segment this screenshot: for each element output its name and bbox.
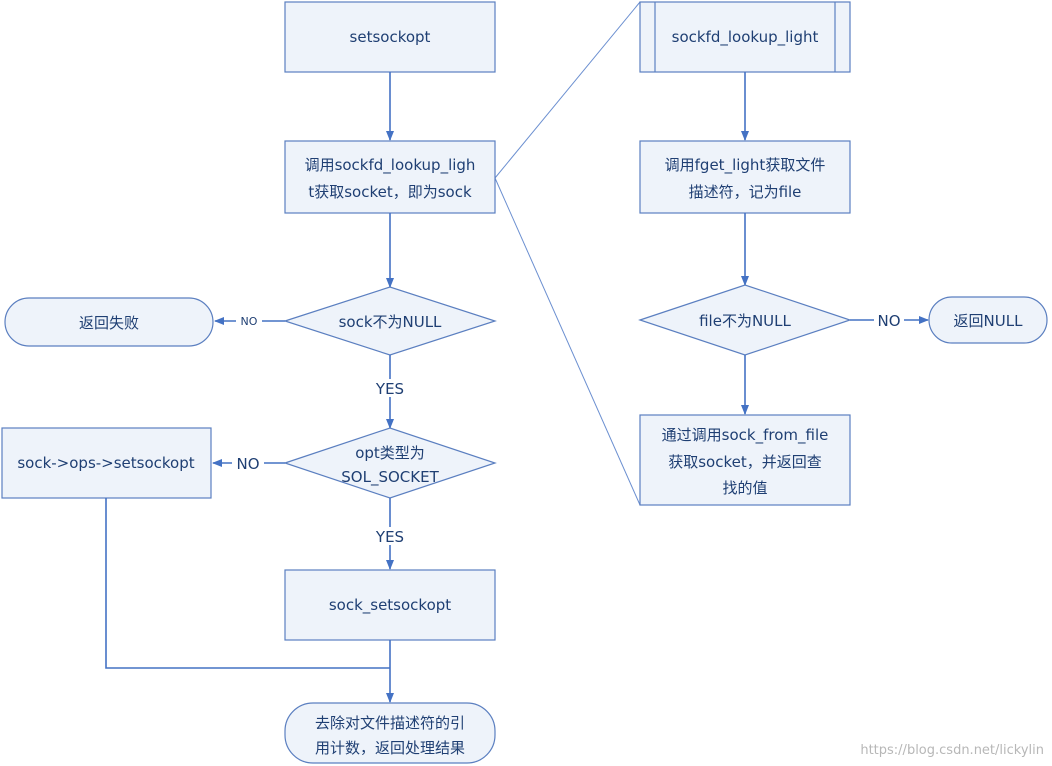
- node-release: 去除对文件描述符的引 用计数，返回处理结果: [284, 702, 496, 764]
- node-return-null: 返回NULL: [928, 296, 1048, 344]
- node-sock-from-file-line2: 获取socket，并返回查: [668, 453, 822, 471]
- node-ops-setsockopt: sock->ops->setsockopt: [1, 427, 212, 499]
- node-sock-from-file-line1: 通过调用sock_from_file: [662, 426, 829, 445]
- node-sock-setsockopt: sock_setsockopt: [284, 569, 496, 641]
- node-sock-setsockopt-label: sock_setsockopt: [329, 596, 451, 615]
- zoom-line-bottom: [494, 177, 641, 506]
- node-lookup-light-label: sockfd_lookup_light: [672, 28, 819, 47]
- node-fget-light-line2: 描述符，记为file: [689, 183, 802, 201]
- node-return-fail: 返回失败: [4, 297, 214, 347]
- watermark: https://blog.csdn.net/lickylin: [860, 743, 1044, 758]
- node-release-line1: 去除对文件描述符的引: [315, 714, 465, 732]
- node-return-fail-label: 返回失败: [79, 314, 139, 332]
- node-release-line2: 用计数，返回处理结果: [315, 739, 465, 757]
- edge-label-no-file: NO: [877, 312, 900, 330]
- decision-sock-not-null-label: sock不为NULL: [339, 313, 442, 331]
- node-setsockopt: setsockopt: [284, 1, 496, 73]
- decision-file-not-null: file不为NULL: [638, 284, 852, 356]
- edge-label-no-opt: NO: [236, 455, 259, 473]
- node-lookup-light: sockfd_lookup_light: [639, 1, 851, 73]
- decision-opt-type-line2: SOL_SOCKET: [341, 468, 439, 487]
- node-call-lookup-line2: t获取socket，即为sock: [308, 183, 472, 201]
- node-ops-setsockopt-label: sock->ops->setsockopt: [17, 454, 194, 472]
- node-fget-light: 调用fget_light获取文件 描述符，记为file: [639, 140, 851, 214]
- decision-opt-type: opt类型为 SOL_SOCKET: [283, 427, 497, 499]
- node-return-null-label: 返回NULL: [954, 312, 1024, 330]
- node-setsockopt-label: setsockopt: [350, 28, 431, 46]
- connector-ops-to-merge: [105, 498, 390, 669]
- node-fget-light-line1: 调用fget_light获取文件: [665, 156, 826, 175]
- zoom-line-top: [494, 1, 641, 179]
- node-call-lookup: 调用sockfd_lookup_ligh t获取socket，即为sock: [284, 140, 496, 214]
- edge-label-yes-sock: YES: [375, 380, 404, 398]
- decision-file-not-null-label: file不为NULL: [699, 312, 791, 330]
- decision-opt-type-line1: opt类型为: [355, 444, 425, 462]
- edge-label-no-sock: NO: [241, 315, 258, 328]
- edge-label-yes-opt: YES: [375, 528, 404, 546]
- node-sock-from-file: 通过调用sock_from_file 获取socket，并返回查 找的值: [639, 414, 851, 506]
- node-call-lookup-line1: 调用sockfd_lookup_ligh: [305, 156, 476, 175]
- decision-sock-not-null: sock不为NULL: [283, 286, 497, 356]
- node-sock-from-file-line3: 找的值: [722, 479, 767, 497]
